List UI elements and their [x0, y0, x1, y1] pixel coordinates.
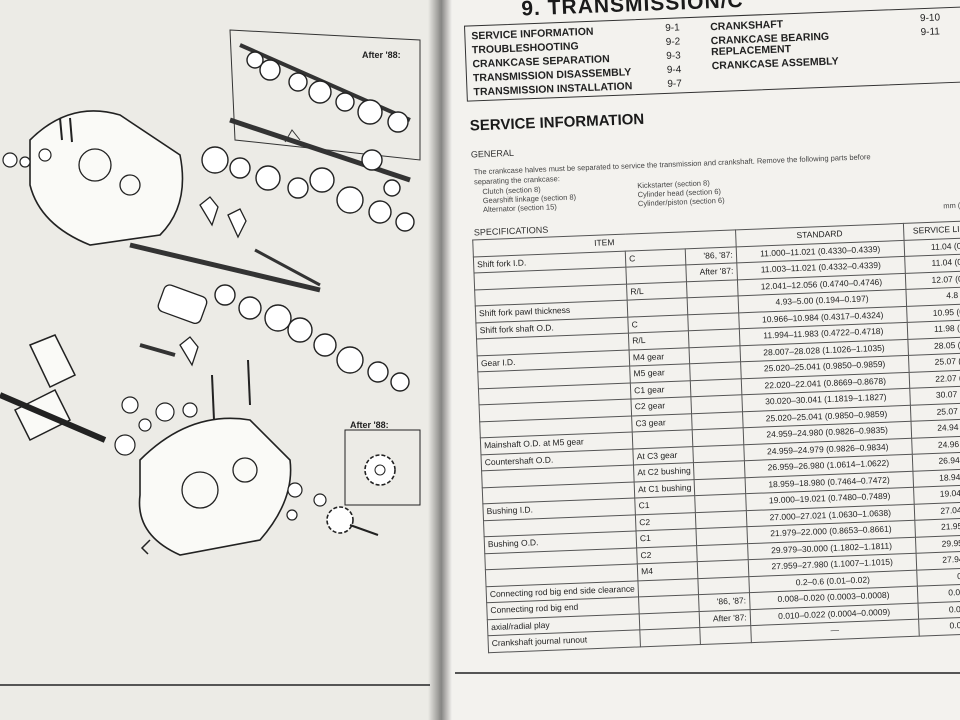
- spec-subitem: At C2 bushing: [633, 462, 695, 482]
- drive-sprocket: [326, 506, 354, 534]
- after-88-label-top: After '88:: [362, 50, 401, 60]
- spec-service-limit: 27.04 (1.065): [913, 500, 960, 521]
- spec-variant: [696, 526, 748, 546]
- specifications-label: SPECIFICATIONS: [473, 224, 549, 238]
- toc-page: 9-11: [920, 26, 941, 39]
- general-subheading: GENERAL: [470, 147, 515, 160]
- spec-variant: [700, 625, 752, 645]
- spec-variant: [692, 427, 744, 447]
- toc-page: 9-2: [665, 36, 681, 48]
- toc-item-crankshaft: CRANKSHAFT: [710, 18, 784, 34]
- right-page-bottom-rule: [455, 672, 960, 674]
- service-information-heading: SERVICE INFORMATION: [469, 110, 645, 135]
- sprocket-callout-box: [344, 429, 421, 506]
- spec-service-limit: 0.7 (0.03): [916, 566, 960, 587]
- spec-variant: [695, 510, 747, 529]
- spec-service-limit: 10.95 (0.431): [906, 302, 960, 323]
- spec-service-limit: 12.07 (0.475): [905, 269, 960, 290]
- header-service-limit: SERVICE LIMIT: [903, 220, 960, 240]
- spec-variant: [691, 394, 743, 414]
- list-item: Cylinder/piston (section 6): [637, 195, 725, 209]
- list-item: Alternator (section 15): [482, 202, 557, 215]
- spec-variant: [690, 378, 742, 397]
- spec-variant: [688, 312, 740, 331]
- spec-service-limit: 30.07 (1.184): [909, 385, 960, 405]
- spec-service-limit: 11.04 (0.435): [904, 253, 960, 273]
- shift-fork-shaft: [254, 248, 321, 287]
- spec-service-limit: 4.8 (0.19): [905, 286, 960, 306]
- spec-variant: After '87:: [699, 609, 751, 628]
- general-note: The crankcase halves must be separated t…: [473, 152, 871, 177]
- transmission-exploded-diagram: After '88:: [0, 29, 421, 556]
- spec-service-limit: 0.03 (0.001): [917, 599, 960, 620]
- right-page-text: [440, 0, 960, 720]
- right-bearings: [114, 396, 327, 521]
- spec-service-limit: 18.94 (0.746): [912, 467, 960, 488]
- gear-set-mid: [201, 146, 415, 232]
- spec-variant: '86, '87:: [698, 592, 750, 612]
- spec-variant: [687, 295, 739, 315]
- spec-service-limit: 24.96 (0.983): [911, 434, 960, 455]
- shift-drum-pin: [139, 343, 176, 357]
- spec-subitem: At C1 bushing: [634, 479, 696, 498]
- spec-variant: [686, 279, 738, 298]
- countershaft: [129, 242, 321, 293]
- shift-drum: [157, 284, 208, 324]
- spec-variant: [688, 328, 740, 348]
- shift-forks: [179, 196, 247, 367]
- spec-variant: [693, 460, 745, 480]
- crankcase-left-half: [29, 110, 184, 246]
- spec-variant: [692, 411, 743, 430]
- spec-service-limit: 0.03 (0.001): [917, 583, 960, 603]
- spec-service-limit: 21.95 (0.864): [914, 517, 960, 537]
- spec-service-limit: 11.04 (0.435): [903, 236, 960, 257]
- spec-variant: [694, 477, 746, 496]
- spec-service-limit: 25.07 (0.987): [910, 401, 960, 422]
- spec-variant: [697, 559, 749, 579]
- toc-item-crankcase-assembly: CRANKCASE ASSEMBLY: [711, 55, 839, 73]
- spec-service-limit: 26.94 (1.061): [912, 451, 960, 471]
- gear-set-lower: [214, 284, 410, 392]
- spec-variant: [695, 493, 747, 513]
- crankcase-right-half: [138, 417, 292, 556]
- specifications-table: ITEM STANDARD SERVICE LIMIT Shift fork I…: [472, 220, 960, 653]
- spec-variant: [693, 444, 745, 463]
- spec-variant: [697, 543, 748, 562]
- toc-page: 9-10: [919, 12, 941, 25]
- spec-service-limit: 29.95 (1.179): [915, 533, 960, 554]
- mainshaft-mid: [229, 117, 411, 183]
- toc-page: 9-7: [667, 78, 683, 90]
- spec-service-limit: 0.05 (0.002): [918, 616, 960, 636]
- toc-item-replacement: REPLACEMENT: [710, 43, 792, 59]
- spec-subitem: [639, 627, 701, 647]
- general-note-cont: separating the crankcase:: [473, 174, 560, 187]
- spec-service-limit: 24.94 (0.982): [910, 418, 960, 438]
- spec-variant: [698, 576, 750, 595]
- spec-variant: [690, 361, 741, 381]
- spec-service-limit: 19.04 (0.750): [913, 484, 960, 504]
- units-label: mm (in): [943, 200, 960, 211]
- gear-set-top: [246, 51, 409, 133]
- sprocket-callout: [364, 454, 396, 486]
- spec-variant: '86, '87:: [685, 246, 737, 265]
- toc-page: 9-4: [666, 64, 682, 76]
- right-page-content: 9. TRANSMISSION/C SERVICE INFORMATION 9-…: [455, 0, 960, 719]
- after-88-label-bottom: After '88:: [350, 420, 389, 430]
- spec-service-limit: 27.94 (1.100): [915, 550, 960, 570]
- book-gutter: [428, 0, 452, 720]
- left-bearings: [2, 148, 52, 168]
- spec-variant: After '87:: [686, 262, 738, 282]
- spec-service-limit: 25.07 (0.987): [908, 352, 960, 372]
- crankshaft: [0, 334, 107, 443]
- callout-box-top: [229, 29, 421, 161]
- spec-service-limit: 11.98 (0.472): [906, 319, 960, 339]
- spec-service-limit: 22.07 (0.869): [908, 368, 960, 389]
- toc-page: 9-3: [666, 50, 681, 62]
- left-page-bottom-rule: [0, 684, 430, 686]
- spec-variant: [689, 345, 741, 364]
- spec-service-limit: 28.05 (1.104): [907, 335, 960, 356]
- left-page-diagram: After '88:: [0, 0, 440, 720]
- toc-page: 9-1: [665, 22, 680, 34]
